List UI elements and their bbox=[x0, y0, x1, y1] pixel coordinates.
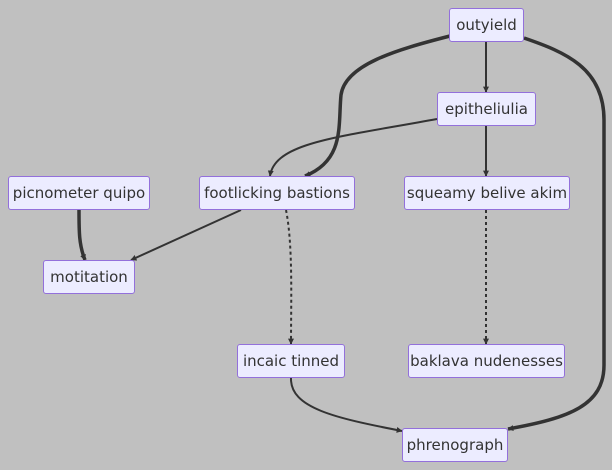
node-baklava-nudenesses[interactable]: baklava nudenesses bbox=[408, 344, 565, 378]
edge-footlicking-bastions-to-motitation bbox=[130, 209, 242, 261]
node-picnometer-quipo[interactable]: picnometer quipo bbox=[8, 176, 150, 210]
node-squeamy-belive-akim[interactable]: squeamy belive akim bbox=[404, 176, 570, 210]
node-outyield[interactable]: outyield bbox=[449, 8, 524, 42]
edge-outyield-to-phrenograph bbox=[507, 36, 606, 432]
node-phrenograph[interactable]: phrenograph bbox=[402, 428, 508, 462]
edge-outyield-to-footlicking-bastions bbox=[304, 34, 451, 178]
node-motitation[interactable]: motitation bbox=[43, 260, 135, 294]
edge-epitheliulia-to-footlicking-bastions bbox=[267, 118, 438, 177]
node-incaic-tinned[interactable]: incaic tinned bbox=[237, 344, 345, 378]
edge-picnometer-quipo-to-motitation bbox=[77, 209, 87, 261]
edge-incaic-tinned-to-phrenograph bbox=[289, 377, 403, 433]
node-epitheliulia[interactable]: epitheliulia bbox=[437, 92, 536, 126]
node-footlicking-bastions[interactable]: footlicking bastions bbox=[199, 176, 355, 210]
edge-footlicking-bastions-to-incaic-tinned bbox=[285, 209, 295, 345]
